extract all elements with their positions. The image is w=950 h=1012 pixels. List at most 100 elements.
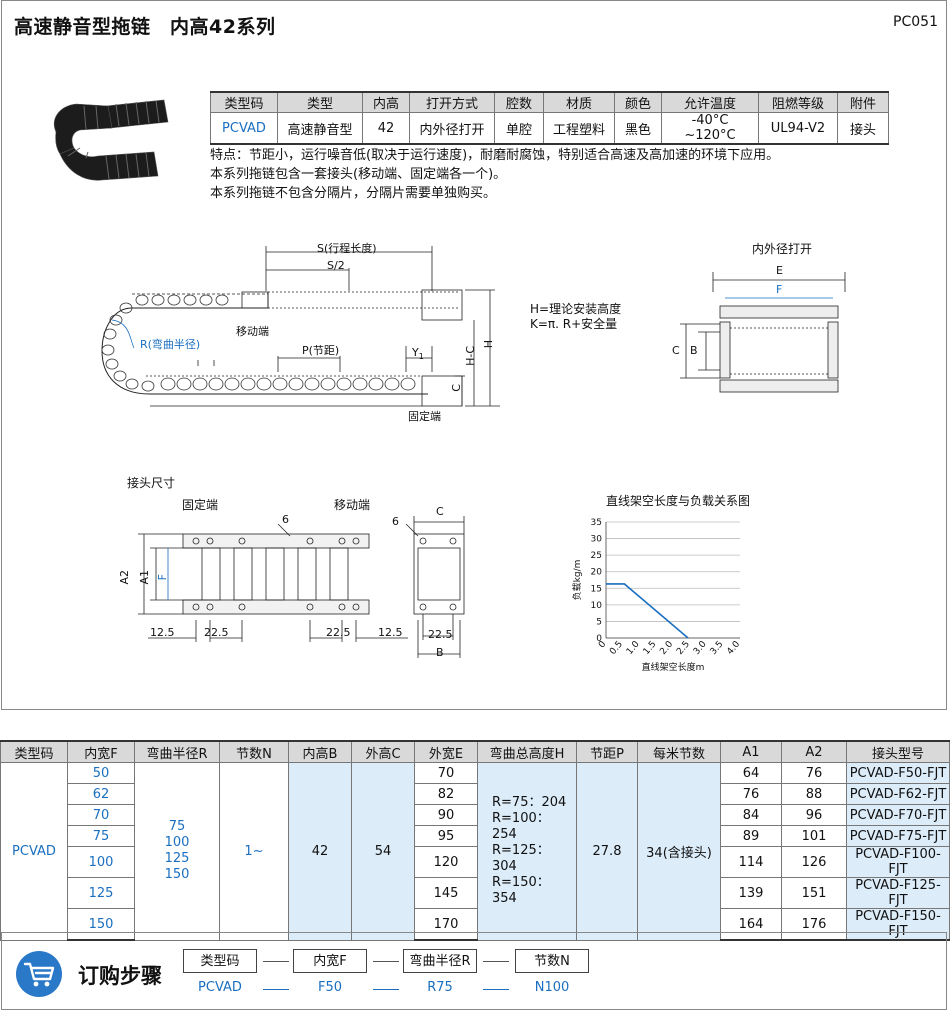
a1-cell: 84 — [720, 804, 782, 826]
dim-b-connector: B — [436, 646, 444, 659]
bend-radius-text: R(弯曲半径) — [140, 338, 201, 351]
radius-value: 100 — [164, 835, 190, 851]
k-definition: K=π. R+安全量 — [530, 317, 618, 331]
model-cell: PCVAD-F50-FJT — [846, 762, 950, 784]
pitch-label: P(节距) — [302, 344, 340, 357]
open-b-label: B — [690, 344, 698, 357]
main-header: 弯曲半径R — [134, 740, 220, 763]
step-connector — [483, 961, 509, 962]
hole-count-label-right: 6 — [392, 515, 399, 528]
spec-cell: 黑色 — [614, 112, 662, 145]
value-connector — [263, 989, 289, 990]
y1-symbol: Y — [412, 346, 419, 359]
dim-a1-label: A1 — [138, 570, 151, 585]
dim-hc-label: H-C — [464, 346, 477, 366]
bend-height-value: R=150：354 — [492, 875, 550, 907]
a2-cell: 176 — [781, 908, 847, 941]
a1-cell: 64 — [720, 762, 782, 784]
main-header: 弯曲总高度H — [477, 740, 577, 763]
fixed-end-label: 固定端 — [408, 410, 441, 423]
order-value-type-code: PCVAD — [198, 980, 242, 995]
radius-value: 75 — [168, 819, 186, 835]
feature-line: 本系列拖链包含一套接头(移动端、固定端各一个)。 — [210, 167, 507, 182]
dim-22-5-left: 22.5 — [204, 626, 229, 639]
inner-width-cell: 75 — [67, 825, 135, 847]
dim-12-5-right: 12.5 — [378, 626, 403, 639]
main-header: 内高B — [288, 740, 352, 763]
order-step-inner-width: 内宽F — [293, 949, 367, 973]
a2-cell: 151 — [781, 877, 847, 909]
model-cell: PCVAD-F75-FJT — [846, 825, 950, 847]
outer-width-cell: 120 — [414, 846, 478, 878]
inner-width-cell: 50 — [67, 762, 135, 784]
inner-width-cell: 150 — [67, 908, 135, 941]
chart-x-tick: 2.0 — [658, 639, 675, 657]
open-e-label: E — [776, 264, 783, 277]
order-title: 订购步骤 — [78, 964, 162, 988]
a2-cell: 96 — [781, 804, 847, 826]
spec-cell: PCVAD — [210, 112, 278, 145]
model-cell: PCVAD-F100-FJT — [846, 846, 950, 878]
main-header: 内宽F — [67, 740, 135, 763]
value-connector — [373, 989, 399, 990]
order-step-links: 节数N — [515, 949, 589, 973]
chart-y-tick: 25 — [591, 551, 602, 561]
main-header: 类型码 — [0, 740, 68, 763]
chart-y-tick: 0 — [596, 634, 602, 644]
dim-h-label: H — [482, 340, 495, 349]
chart-x-tick: 1.0 — [625, 639, 642, 657]
chart-x-tick: 3.5 — [709, 640, 726, 657]
order-value-radius: R75 — [427, 980, 453, 995]
order-step-radius: 弯曲半径R — [403, 949, 477, 973]
spec-header: 腔数 — [494, 91, 544, 113]
spec-cell: 高速静音型 — [277, 112, 363, 145]
spec-cell: UL94-V2 — [758, 112, 838, 145]
h-definition: H=理论安装高度 — [530, 302, 622, 316]
open-view-diagram — [680, 272, 846, 393]
y1-label: Y1 — [412, 346, 424, 361]
inner-width-cell: 100 — [67, 846, 135, 878]
bend-radius-label: R(弯曲半径) — [140, 336, 200, 352]
chart-x-tick: 3.0 — [692, 639, 709, 657]
model-cell: PCVAD-F150-FJT — [846, 908, 950, 941]
main-header: 外高C — [351, 740, 415, 763]
main-header: A1 — [720, 740, 782, 763]
chart-y-tick: 35 — [591, 518, 602, 528]
a1-cell: 164 — [720, 908, 782, 941]
spec-cell: 单腔 — [494, 112, 544, 145]
y1-subscript: 1 — [418, 352, 424, 362]
radius-value: 150 — [164, 867, 190, 883]
bend-height-value: R=75：204 — [492, 795, 567, 811]
bend-height-cell: R=75：204 R=100：254 R=125：304 R=150：354 — [477, 762, 577, 941]
open-view-title: 内外径打开 — [752, 242, 813, 256]
connector-drawing — [138, 516, 465, 658]
spec-cell: 接头 — [837, 112, 889, 145]
page-title: 高速静音型拖链 内高42系列 — [14, 16, 276, 38]
a2-cell: 76 — [781, 762, 847, 784]
features-text: 特点：节距小，运行噪音低(取决于运行速度)，耐磨耐腐蚀，特别适合高速及高加速的环… — [210, 146, 779, 203]
connector-moving-label: 移动端 — [334, 498, 371, 512]
inner-width-cell: 70 — [67, 804, 135, 826]
step-connector — [373, 961, 399, 962]
dim-22-5-side: 22.5 — [428, 628, 453, 641]
outer-width-cell: 70 — [414, 762, 478, 784]
model-cell: PCVAD-F62-FJT — [846, 783, 950, 805]
a1-cell: 89 — [720, 825, 782, 847]
product-panel — [1, 0, 947, 710]
spec-header: 阻燃等级 — [758, 91, 838, 113]
outer-width-cell: 82 — [414, 783, 478, 805]
spec-cell: 42 — [362, 112, 410, 145]
spec-header: 打开方式 — [409, 91, 495, 113]
main-header: 每米节数 — [637, 740, 721, 763]
main-header: 节数N — [219, 740, 289, 763]
connector-fixed-label: 固定端 — [182, 498, 219, 512]
outer-height-cell: 54 — [351, 762, 415, 941]
dim-a2-label: A2 — [118, 570, 131, 585]
dim-22-5-right: 22.5 — [326, 626, 351, 639]
inner-width-cell: 62 — [67, 783, 135, 805]
spec-cell: 内外径打开 — [409, 112, 495, 145]
pitch-cell: 27.8 — [576, 762, 638, 941]
a1-cell: 76 — [720, 783, 782, 805]
open-c-label: C — [672, 344, 680, 357]
